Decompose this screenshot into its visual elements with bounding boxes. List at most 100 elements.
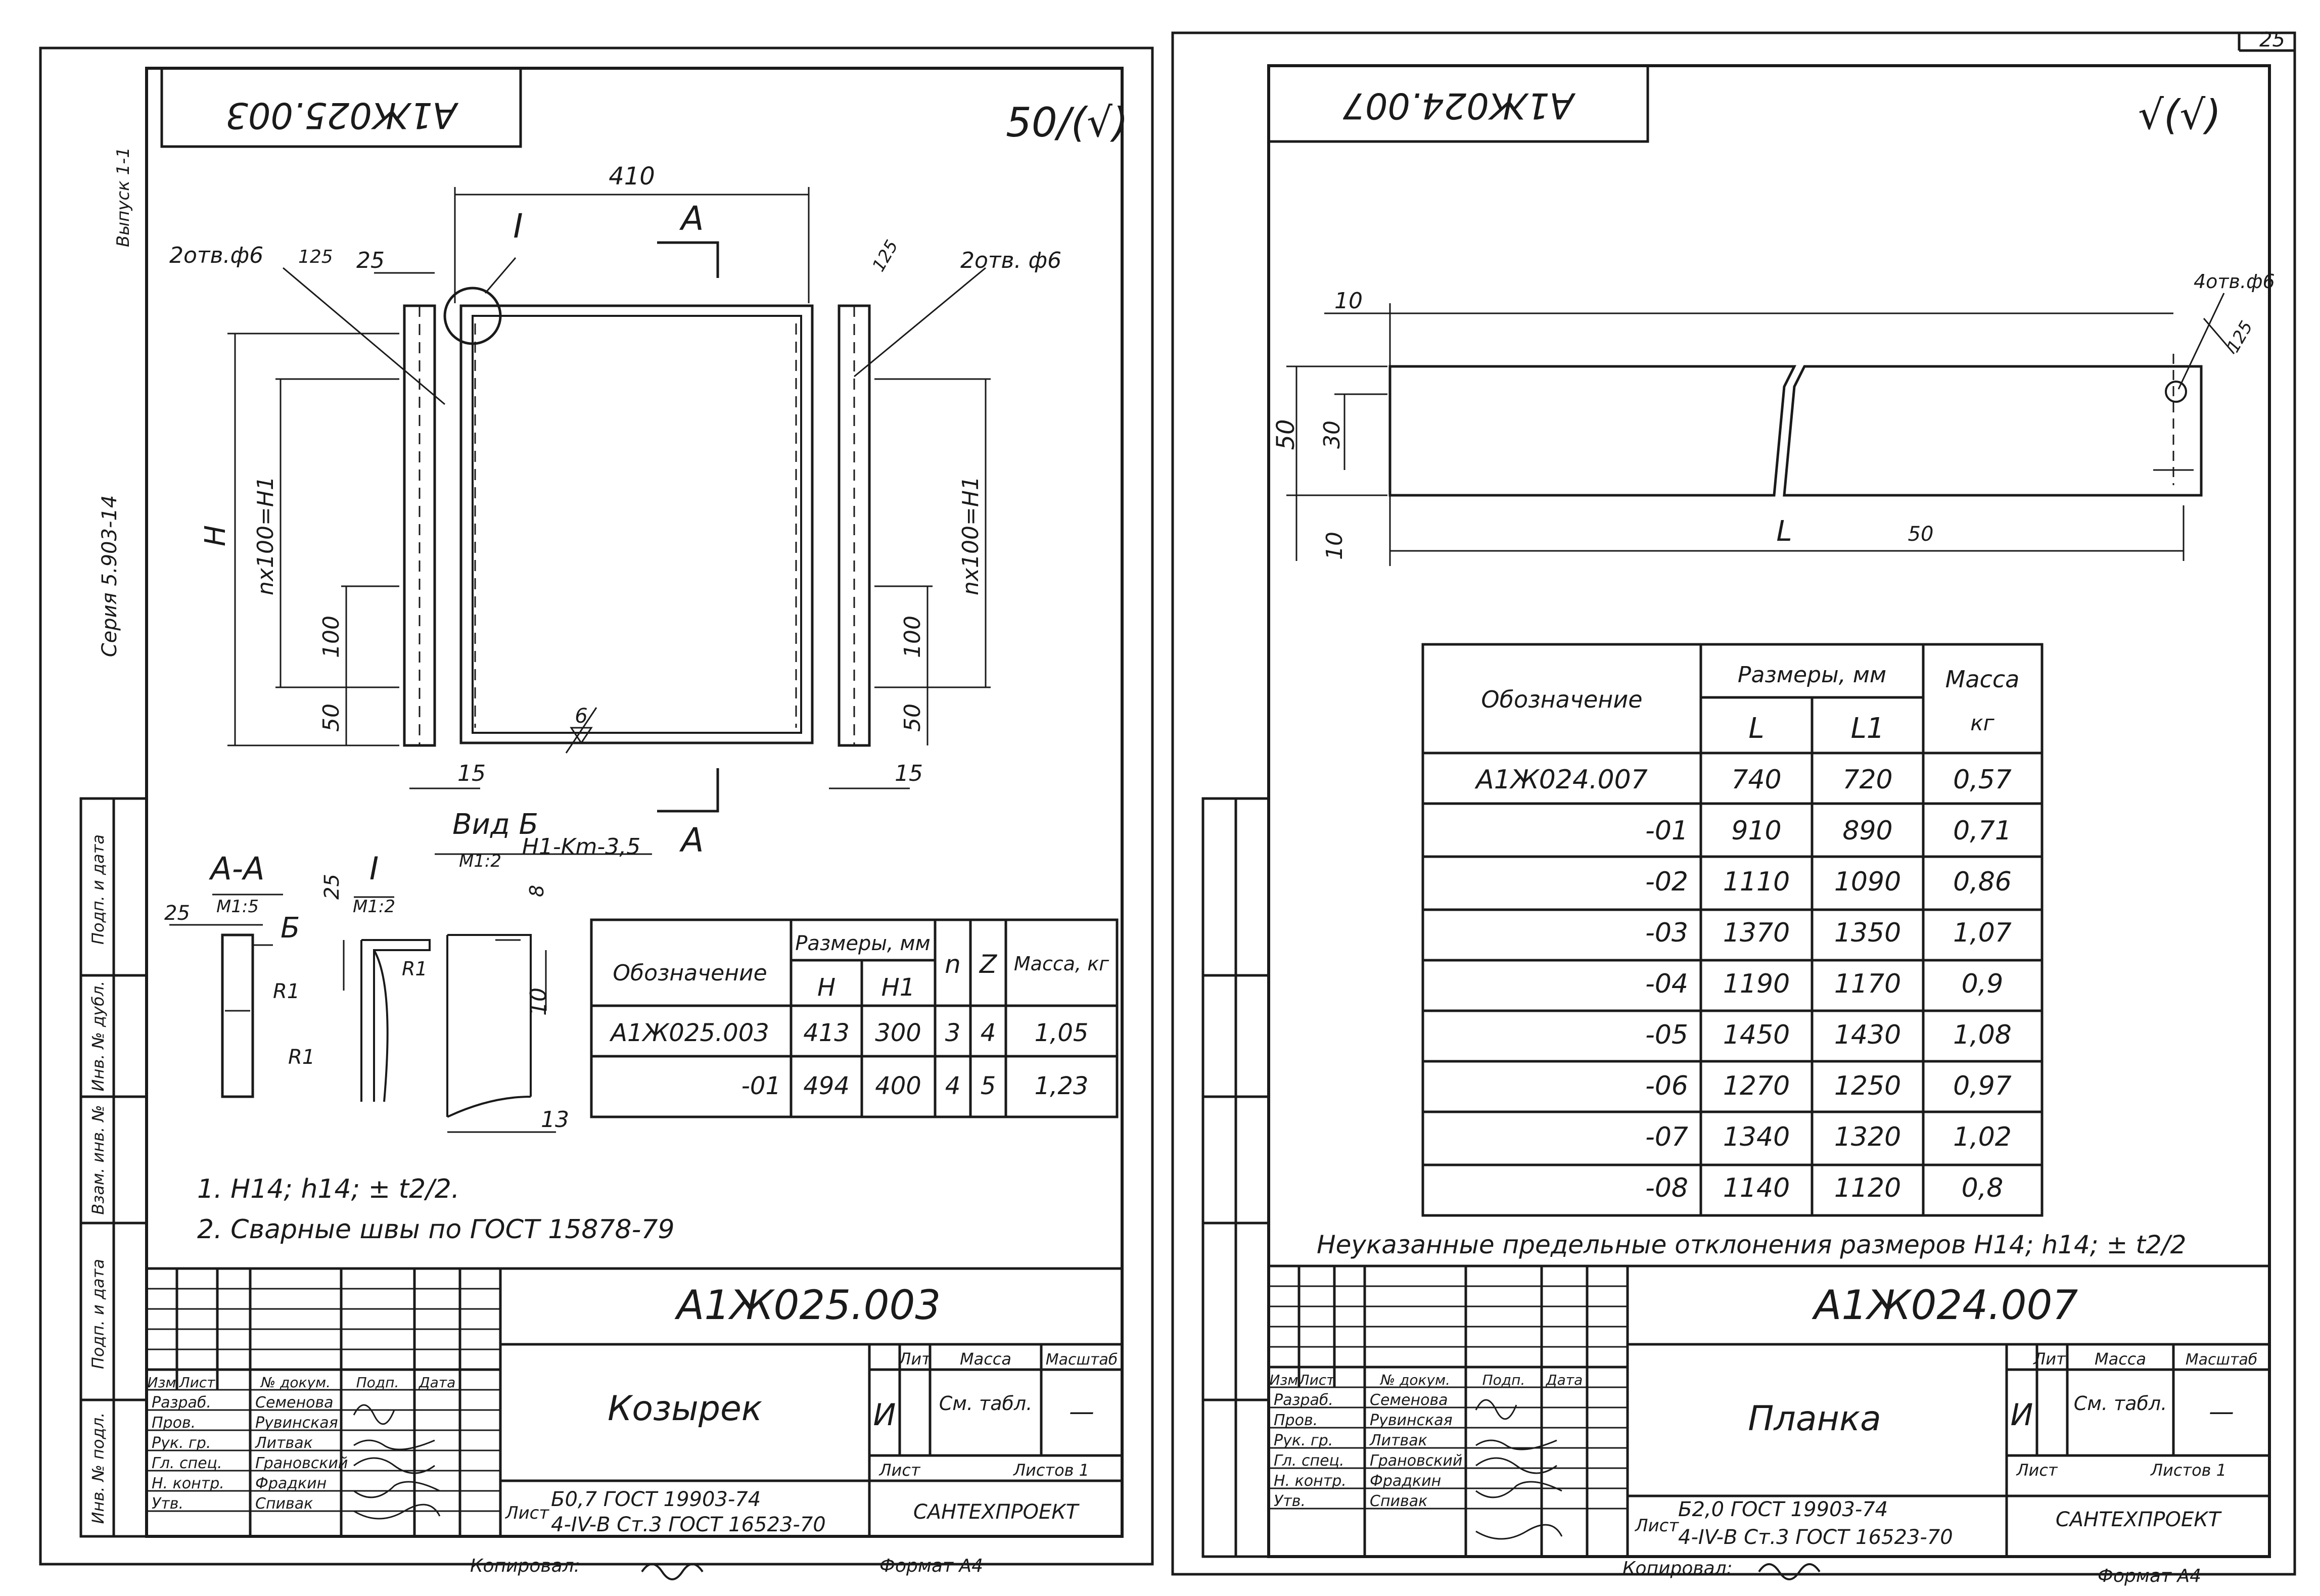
section-aa-title: А-А	[208, 850, 264, 887]
table-cell: 494	[803, 1072, 850, 1100]
view-b-scale: М1:2	[459, 851, 501, 871]
cut-marker-top: A	[679, 199, 704, 238]
left-roughness: 50/(√)	[1006, 99, 1128, 146]
left-note-1: 1. H14; h14; ± t2/2.	[197, 1174, 459, 1204]
side-label-orig-inv: Инв. № подл.	[88, 1413, 108, 1524]
view-b-title: Вид Б	[452, 808, 538, 841]
view-b-10: 10	[526, 988, 551, 1016]
tb-role: Гл. спец.	[152, 1454, 222, 1472]
right-table-row: -06 1270 1250 0,97	[1645, 1071, 2012, 1101]
tb-h-list: Лист	[1298, 1372, 1335, 1388]
table-cell: 0,97	[1953, 1071, 2012, 1101]
tb-h-doc: № докум.	[1379, 1372, 1450, 1388]
tb-person: Грановский	[1370, 1452, 1462, 1470]
table-cell: 1270	[1723, 1071, 1790, 1101]
tb-org: САНТЕХПРОЕКТ	[2056, 1508, 2222, 1531]
dim-pitch-left: nx100=H1	[253, 476, 279, 595]
node-marker: I	[513, 207, 523, 246]
format-label: Формат А4	[2098, 1566, 2201, 1586]
side-label-sign-1: Подп. и дата	[88, 834, 108, 945]
table-cell: 400	[875, 1072, 921, 1100]
tb-h-masshtab: Масштаб	[2186, 1351, 2258, 1369]
dim-10-left: 10	[1322, 532, 1348, 560]
table-cell: 0,86	[1953, 867, 2012, 897]
dim-H: H	[199, 525, 232, 546]
side-label-repl-inv: Взам. инв. №	[88, 1105, 108, 1214]
mark-50: 50	[1908, 523, 1934, 546]
table-cell: 1110	[1723, 867, 1790, 897]
table-cell: 1340	[1723, 1122, 1790, 1152]
table-cell: 0,57	[1953, 765, 2012, 795]
table-cell: 1370	[1723, 918, 1790, 948]
table-cell: -01	[1645, 816, 1688, 846]
left-tb-name: Козырек	[608, 1389, 762, 1429]
right-tb-designation: А1Ж024.007	[1812, 1282, 2078, 1329]
holes-label: 4отв.ф6	[2194, 270, 2275, 293]
tb-h-data: Дата	[418, 1374, 456, 1391]
view-b-8: 8	[526, 885, 548, 897]
dim-50: 50	[1272, 419, 1300, 450]
tb-h-sheets: Листов 1	[2150, 1461, 2226, 1480]
table-cell: -06	[1645, 1071, 1688, 1101]
table-cell: 300	[875, 1019, 921, 1047]
left-sheet-frame	[39, 46, 1154, 1566]
tb-material-top: Б2,0 ГОСТ 19903-74	[1678, 1498, 1888, 1521]
side-label-series: Серия 5.903-14	[98, 495, 121, 658]
tb-lit: И	[2011, 1397, 2033, 1433]
table-cell: 1090	[1834, 867, 1901, 897]
tb-h-list: Лист	[179, 1374, 216, 1391]
table-cell: 1,05	[1035, 1019, 1089, 1047]
dim-15-left: 15	[457, 761, 486, 786]
tb-person: Семенова	[1370, 1391, 1448, 1409]
tb-h-masshtab: Масштаб	[1046, 1351, 1118, 1369]
table-cell: 1,02	[1953, 1122, 2012, 1152]
cut-marker-bottom: A	[679, 821, 704, 860]
left-inner-frame	[145, 67, 1124, 1538]
table-cell: 413	[803, 1019, 850, 1047]
tb-person: Фрадкин	[255, 1475, 327, 1492]
tb-role: Н. контр.	[152, 1475, 224, 1492]
table-cell: 910	[1731, 816, 1781, 846]
dim-100-right: 100	[900, 616, 925, 658]
right-roughness: √(√)	[2138, 91, 2221, 138]
weld-size: 6	[575, 705, 587, 728]
table-cell: 0,9	[1962, 969, 2004, 999]
tb-role: Разраб.	[152, 1394, 211, 1412]
table-cell: 1170	[1834, 969, 1901, 999]
hole-label-left: 2отв.ф6	[169, 243, 263, 268]
right-table-h-L: L	[1748, 712, 1764, 745]
table-cell: 1250	[1834, 1071, 1901, 1101]
right-inner-frame	[1267, 64, 2271, 1558]
tb-person: Грановский	[255, 1454, 348, 1472]
section-aa-25: 25	[164, 902, 190, 925]
tb-person: Рувинская	[255, 1414, 338, 1432]
right-table-h-dims: Размеры, мм	[1738, 662, 1886, 688]
left-table-h-mass: Масса, кг	[1014, 953, 1109, 975]
dim-15-right: 15	[895, 761, 923, 786]
tb-role: Пров.	[1274, 1412, 1318, 1429]
copied-label: Копировал:	[1622, 1558, 1733, 1579]
tb-h-podp: Подп.	[1482, 1372, 1525, 1388]
node-i-title: I	[369, 850, 379, 887]
tb-person: Семенова	[255, 1394, 334, 1412]
tb-material-top: Б0,7 ГОСТ 19903-74	[551, 1488, 761, 1511]
table-cell: А1Ж025.003	[609, 1019, 769, 1047]
table-cell: -07	[1645, 1122, 1688, 1152]
dim-L: L	[1776, 515, 1792, 548]
left-table-h-dims: Размеры, мм	[795, 932, 930, 955]
right-table-h-mass: Масса	[1945, 666, 2020, 693]
table-cell: А1Ж024.007	[1474, 765, 1648, 795]
dim-25: 25	[356, 248, 385, 273]
tb-person: Литвак	[1369, 1432, 1427, 1449]
section-aa-r1-top: R1	[273, 980, 300, 1003]
tb-h-lit: Лит.	[2033, 1349, 2071, 1369]
tb-massa: См. табл.	[2074, 1392, 2167, 1415]
